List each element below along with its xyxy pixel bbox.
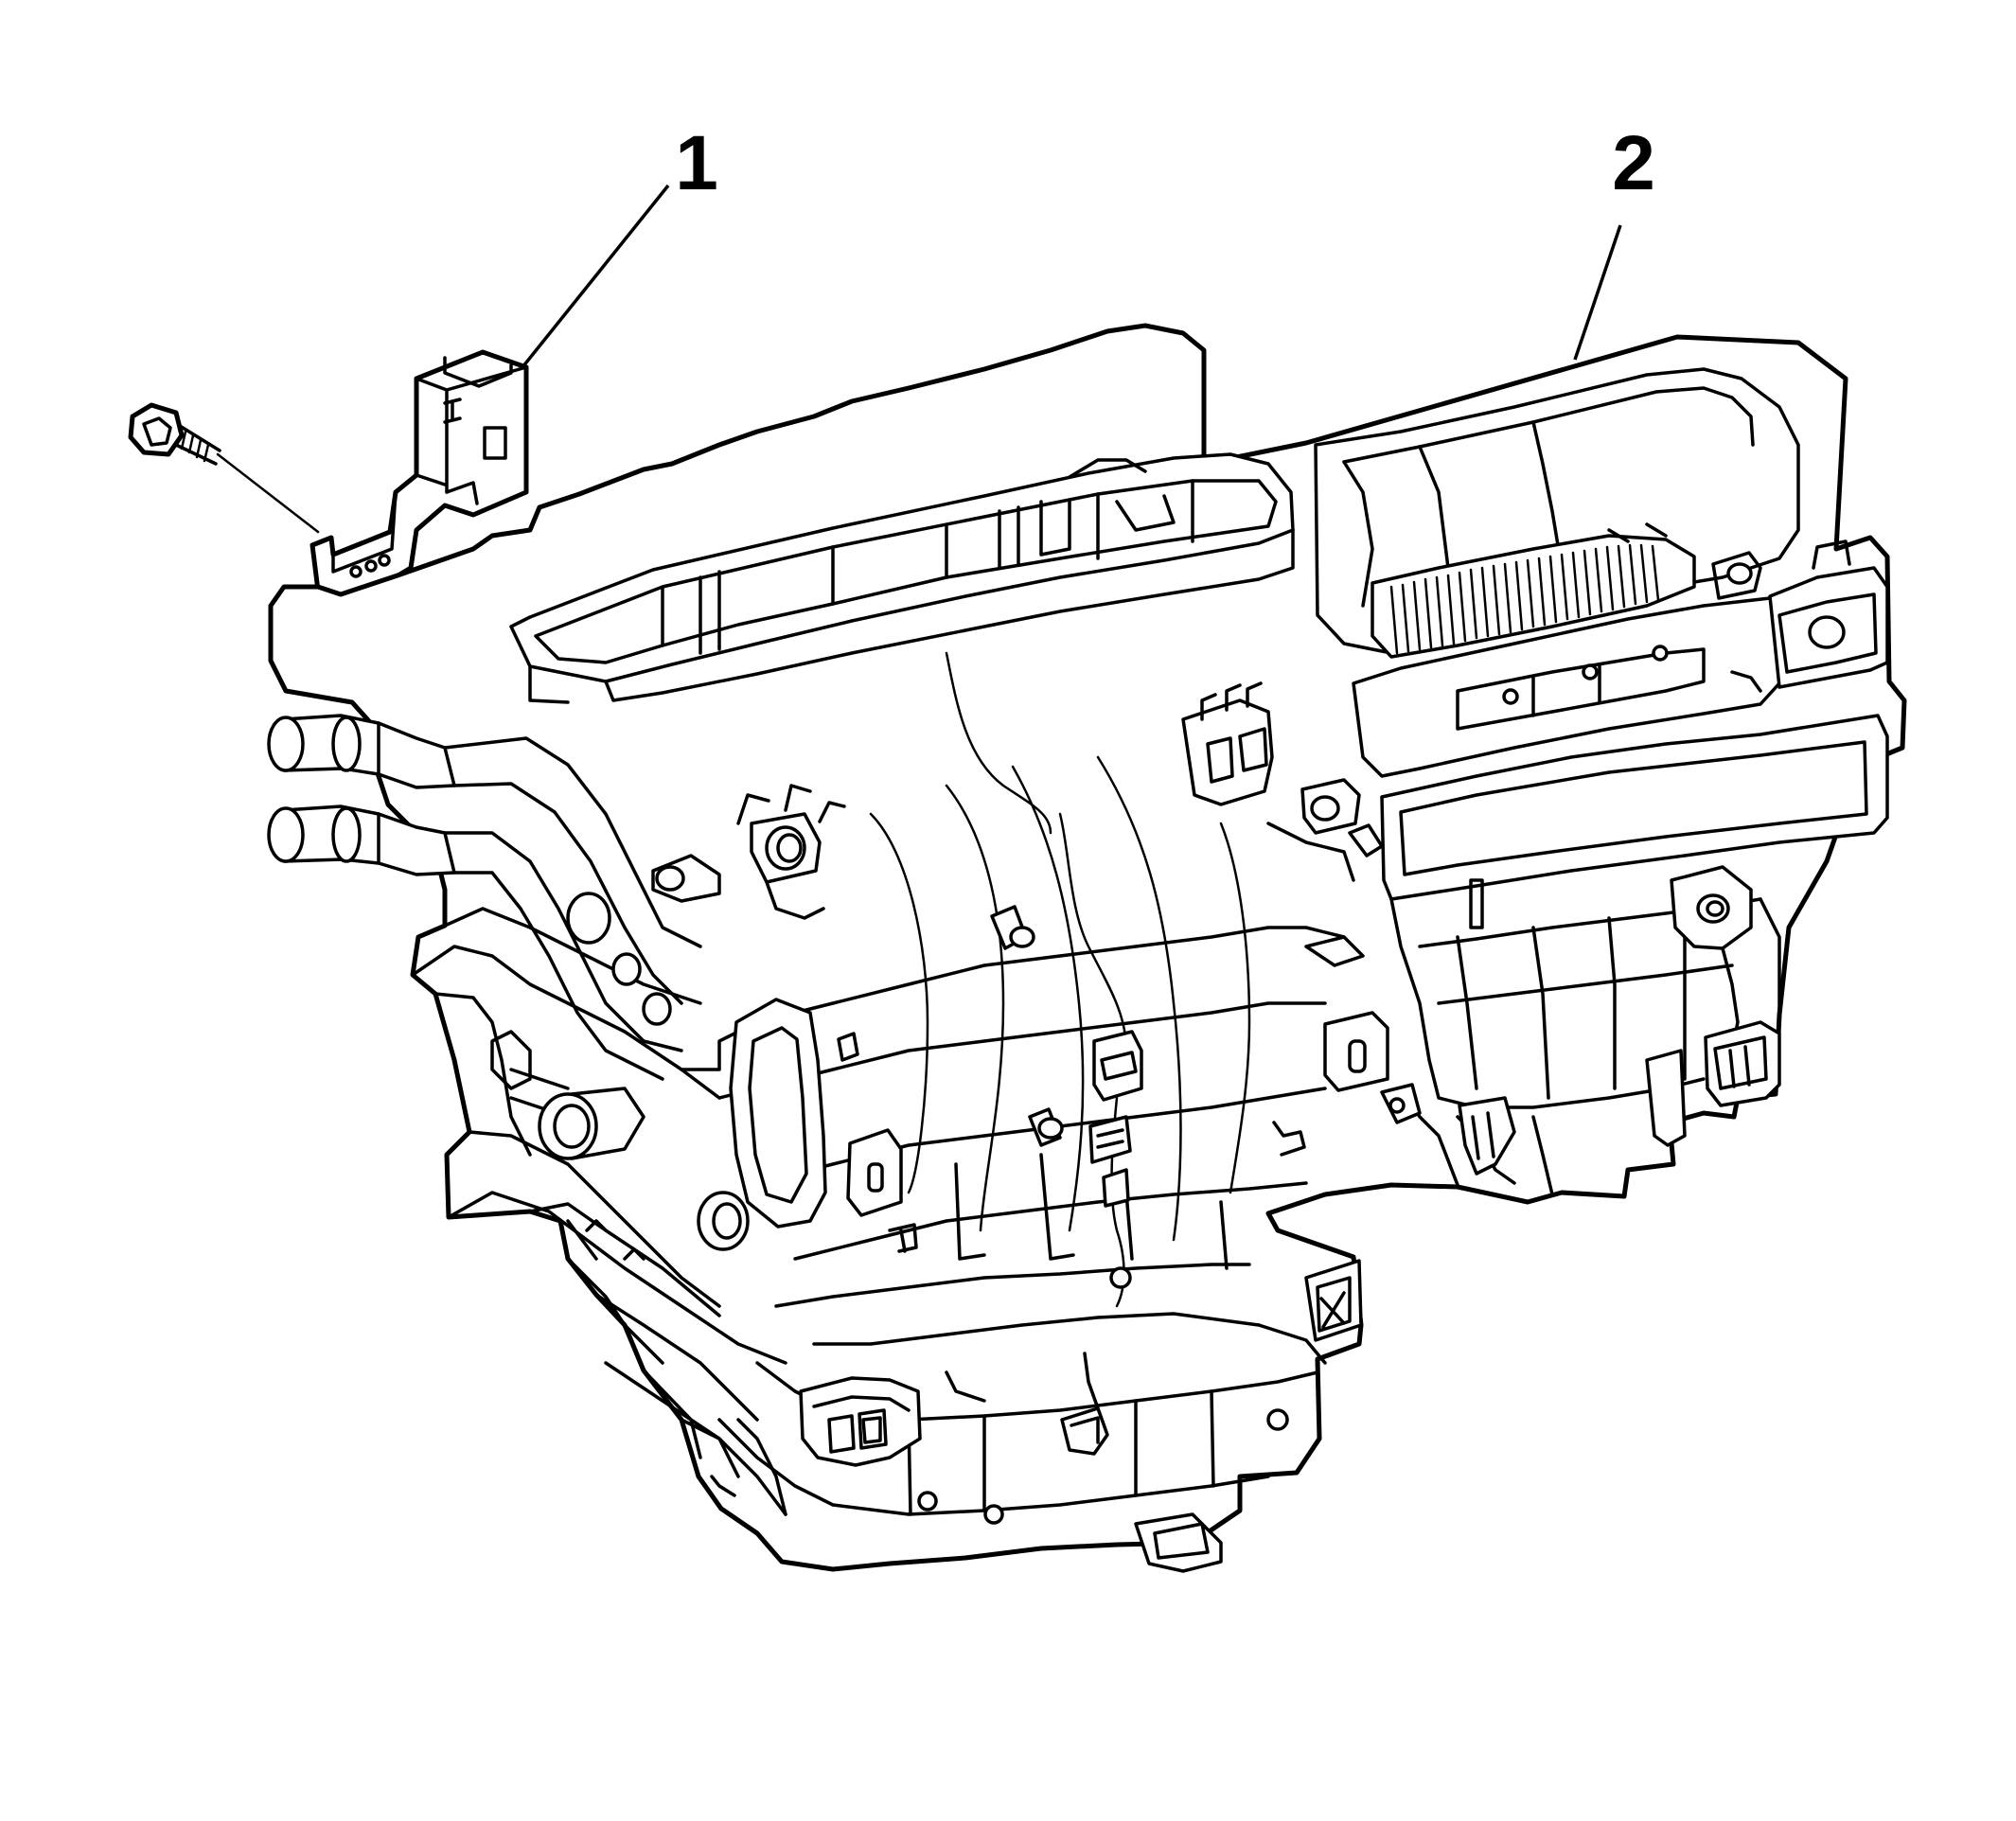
mid-upper-fittings — [651, 681, 1384, 920]
callout-2-leader — [1573, 224, 1622, 361]
blower-filter-section — [1314, 367, 1889, 929]
callout-2-label: 2 — [1612, 120, 1655, 206]
callout-1-leader — [521, 184, 670, 369]
housing-base — [710, 1259, 1363, 1573]
bracket-assembly — [128, 184, 670, 603]
center-front-face — [680, 651, 1389, 1365]
callout-1-label: 1 — [675, 120, 718, 206]
bracket-bolt — [128, 402, 320, 534]
mounting-bracket — [309, 349, 529, 603]
top-duct — [509, 452, 1295, 704]
hvac-module-housing — [267, 323, 1907, 1573]
blower-housing-lower — [1380, 865, 1781, 1196]
lower-left-case — [411, 892, 787, 1516]
heater-core-pipes — [267, 714, 702, 1081]
